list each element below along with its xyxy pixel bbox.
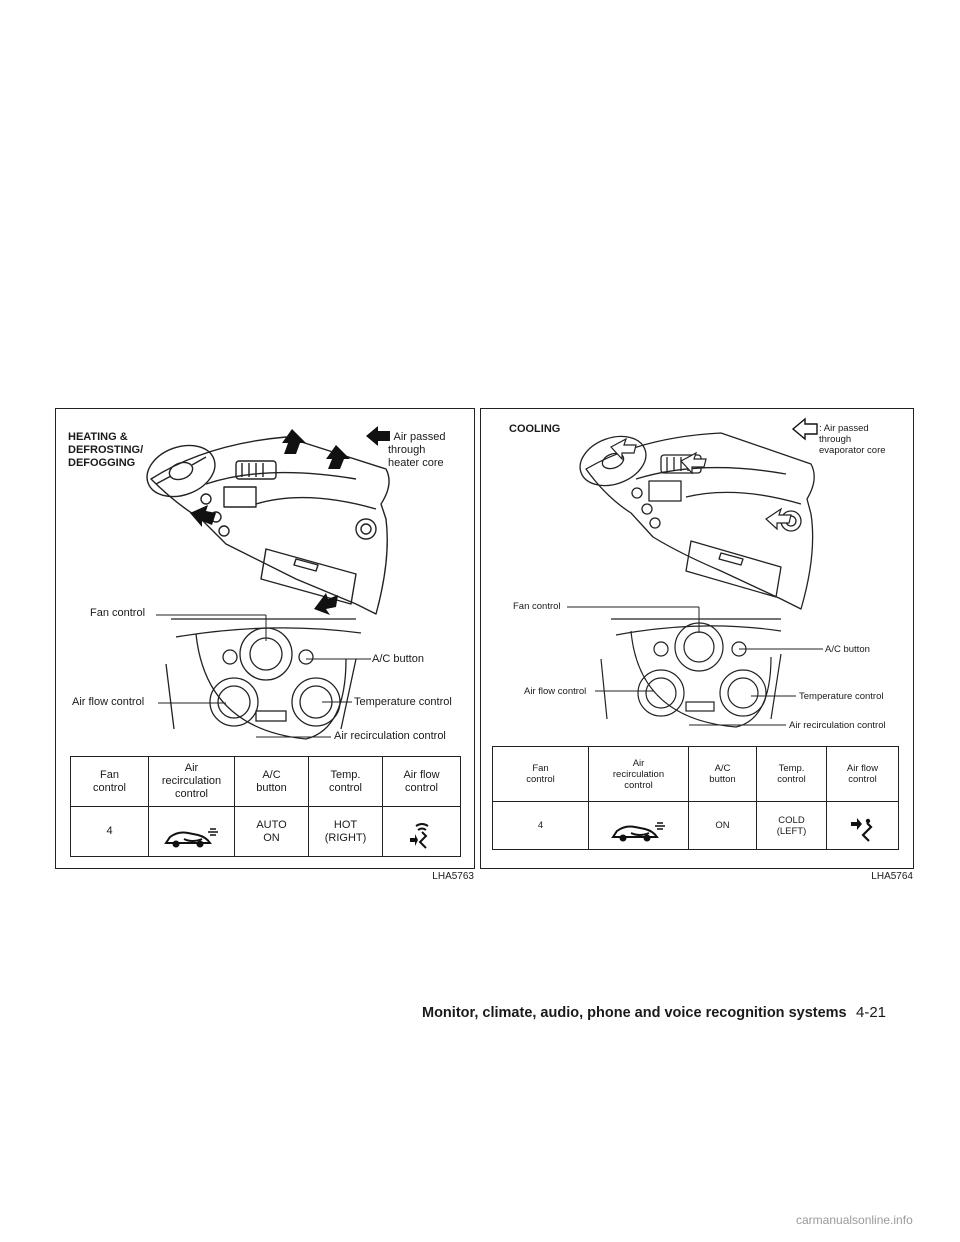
header-air-recirculation: Air recirculation control (148, 756, 235, 807)
header-fan-control: Fan control (70, 756, 149, 807)
section-heading: COOLING (509, 423, 561, 435)
legend-text: : Air passed through heater core (388, 431, 446, 469)
outline-arrow-icon (791, 417, 818, 441)
heating-panel: HEATING & DEFROSTING/ DEFOGGING : Air pa… (55, 408, 475, 882)
cell-temp-value: HOT (RIGHT) (308, 806, 383, 857)
cell-airflow-icon (382, 806, 461, 857)
callout-air-recirculation-control: Air recirculation control (334, 730, 446, 742)
heated-air-arrows (190, 429, 350, 615)
callout-air-recirculation-control: Air recirculation control (789, 720, 886, 731)
cell-fan-value: 4 (70, 806, 149, 857)
heating-dashboard-illustration (146, 426, 390, 740)
cell-fan-value: 4 (492, 801, 589, 850)
header-temp-control: Temp. control (308, 756, 383, 807)
page-number: 4-21 (856, 1004, 887, 1021)
cell-ac-value: ON (688, 801, 757, 850)
heating-settings-table: Fan control Air recirculation control A/… (70, 756, 461, 857)
header-temp-control: Temp. control (756, 746, 827, 802)
cell-ac-value: AUTO ON (234, 806, 309, 857)
header-ac-button: A/C button (234, 756, 309, 807)
cell-temp-value: COLD (LEFT) (756, 801, 827, 850)
section-title: Monitor, climate, audio, phone and voice… (422, 1005, 847, 1021)
callout-temperature-control: Temperature control (354, 696, 452, 708)
cooling-dashboard-illustration (567, 417, 823, 728)
header-ac-button: A/C button (688, 746, 757, 802)
cooling-panel: COOLING : Air passed through evaporator … (480, 408, 914, 882)
cell-recirculation-icon (588, 801, 689, 850)
outside-air-car-icon (610, 821, 665, 841)
figure-code: LHA5764 (871, 871, 913, 882)
callout-temperature-control: Temperature control (799, 691, 884, 702)
header-air-recirculation: Air recirculation control (588, 746, 689, 802)
filled-arrow-icon (366, 426, 390, 446)
figure-code: LHA5763 (432, 871, 474, 882)
vent-mode-icon (850, 817, 873, 842)
cooled-air-arrows (610, 437, 792, 531)
table-row: 4 ON COLD (LEFT) (492, 801, 899, 850)
table-header-row: Fan control Air recirculation control A/… (492, 746, 899, 802)
cooling-settings-table: Fan control Air recirculation control A/… (492, 746, 899, 850)
callout-air-flow-control: Air flow control (524, 686, 587, 697)
legend-text: : Air passed through evaporator core (819, 423, 886, 456)
outside-air-car-icon (163, 828, 218, 848)
section-heading: HEATING & DEFROSTING/ DEFOGGING (68, 431, 144, 469)
table-header-row: Fan control Air recirculation control A/… (70, 756, 461, 807)
header-fan-control: Fan control (492, 746, 589, 802)
callout-ac-button: A/C button (372, 653, 424, 665)
callout-fan-control: Fan control (90, 607, 146, 619)
cell-airflow-icon (826, 801, 899, 850)
callout-fan-control: Fan control (513, 601, 561, 612)
watermark: carmanualsonline.info (796, 1213, 913, 1227)
header-air-flow-control: Air flow control (826, 746, 899, 802)
table-row: 4 AUTO ON HOT (RIGHT) (70, 806, 461, 857)
callout-ac-button: A/C button (825, 644, 870, 655)
cell-recirculation-icon (148, 806, 235, 857)
callout-air-flow-control: Air flow control (72, 696, 145, 708)
defrost-floor-mode-icon (409, 823, 429, 849)
header-air-flow-control: Air flow control (382, 756, 461, 807)
